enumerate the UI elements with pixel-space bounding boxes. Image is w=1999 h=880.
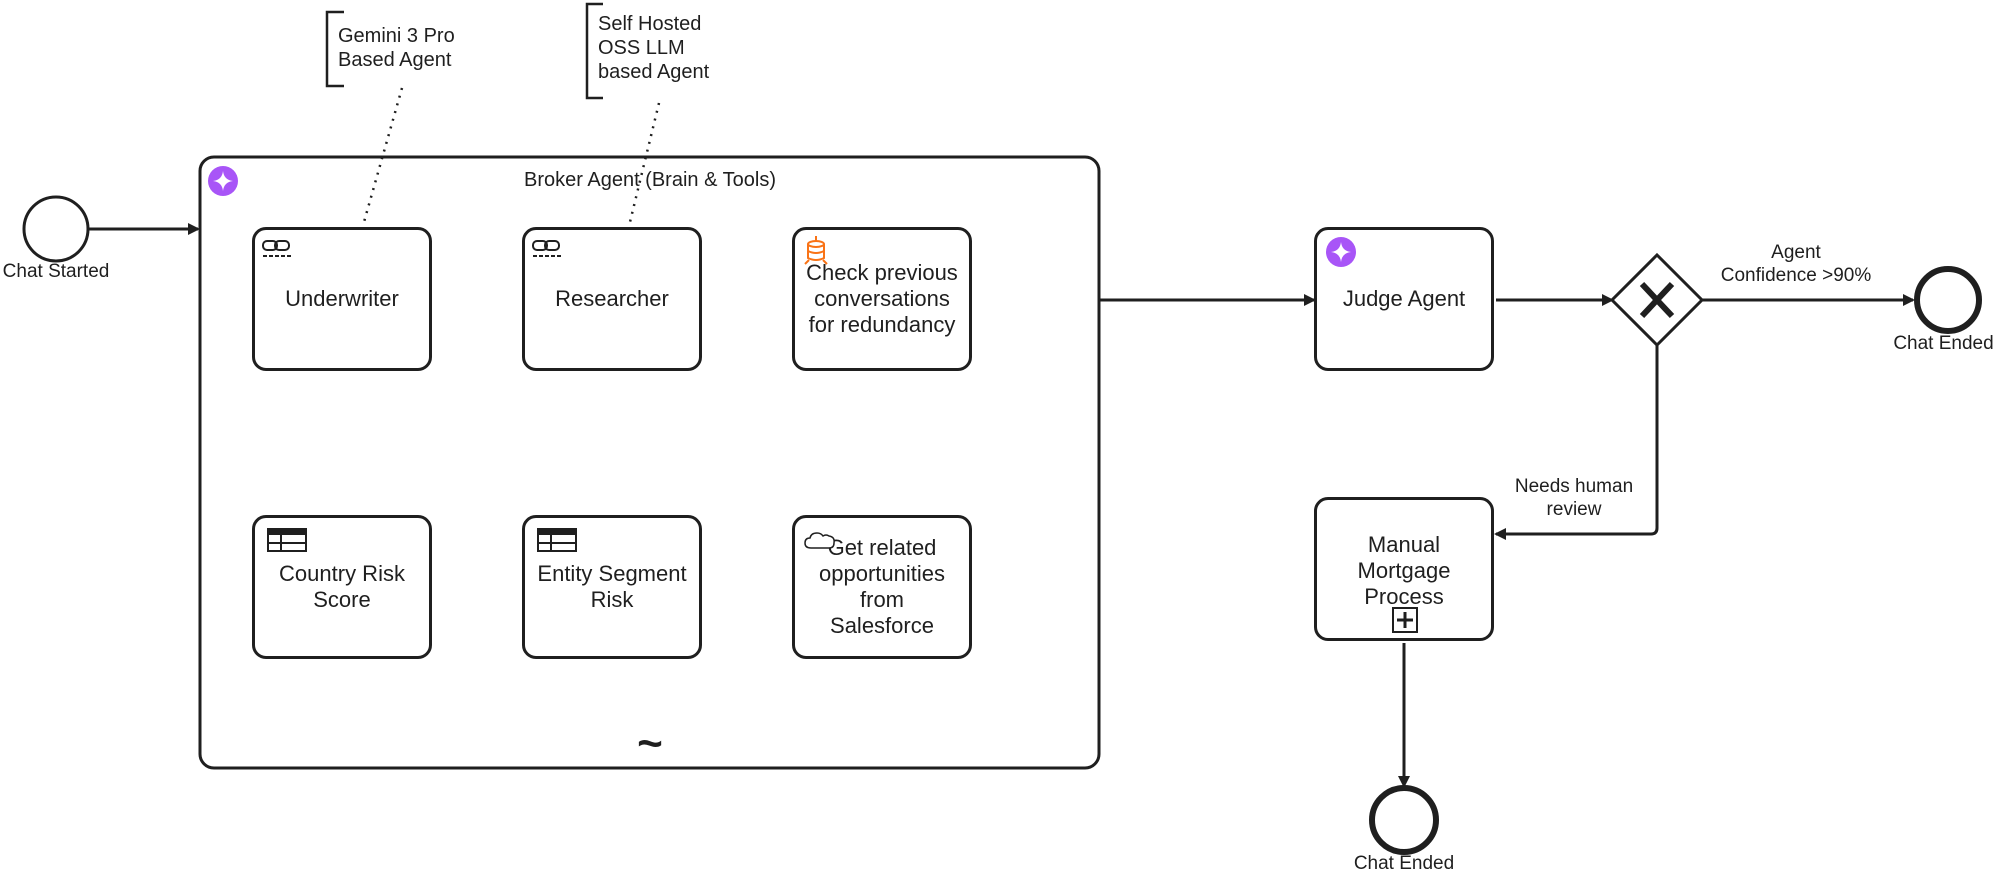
task-underwriter[interactable]: Underwriter bbox=[252, 227, 432, 371]
flow-gateway-to-manual bbox=[1494, 345, 1659, 540]
annotation-bracket-oss bbox=[585, 2, 603, 100]
end-event-top[interactable] bbox=[1914, 266, 1982, 334]
task-manual-mortgage[interactable]: Manual Mortgage Process bbox=[1314, 497, 1494, 641]
task-underwriter-label: Underwriter bbox=[285, 286, 399, 311]
annotation-oss: Self Hosted OSS LLM based Agent bbox=[598, 13, 710, 83]
association-gemini bbox=[362, 87, 404, 223]
exclusive-gateway-x-icon bbox=[1639, 281, 1675, 319]
task-researcher-label: Researcher bbox=[555, 286, 669, 311]
database-icon bbox=[804, 236, 828, 265]
start-event[interactable] bbox=[22, 195, 90, 263]
task-judge-agent[interactable]: Judge Agent bbox=[1314, 227, 1494, 371]
task-country-risk[interactable]: Country Risk Score bbox=[252, 515, 432, 659]
sparkle-icon bbox=[208, 166, 238, 196]
end-event-bottom-label: Chat Ended bbox=[1353, 853, 1455, 874]
flow-label-human-review: Needs human review bbox=[1514, 476, 1634, 520]
table-icon bbox=[267, 528, 307, 552]
association-oss bbox=[628, 102, 661, 223]
table-icon bbox=[537, 528, 577, 552]
task-check-previous[interactable]: Check previous conversations for redunda… bbox=[792, 227, 972, 371]
loop-marker: ~ bbox=[637, 719, 663, 768]
annotation-bracket-gemini bbox=[325, 10, 344, 88]
task-judge-agent-label: Judge Agent bbox=[1342, 286, 1466, 311]
task-manual-mortgage-label: Manual Mortgage Process bbox=[1357, 532, 1451, 609]
start-event-label: Chat Started bbox=[2, 261, 110, 282]
broker-subprocess-title: Broker Agent (Brain & Tools) bbox=[524, 169, 776, 191]
end-event-bottom[interactable] bbox=[1369, 785, 1439, 855]
task-check-previous-label: Check previous conversations for redunda… bbox=[806, 260, 958, 337]
sparkle-icon bbox=[1326, 237, 1356, 267]
annotation-gemini: Gemini 3 Pro Based Agent bbox=[338, 25, 455, 71]
plus-box-icon[interactable] bbox=[1392, 607, 1418, 633]
task-salesforce[interactable]: Get related opportunities from Salesforc… bbox=[792, 515, 972, 659]
chain-link-icon bbox=[532, 240, 561, 257]
salesforce-cloud-icon bbox=[804, 532, 835, 549]
task-country-risk-label: Country Risk Score bbox=[279, 561, 405, 612]
task-researcher[interactable]: Researcher bbox=[522, 227, 702, 371]
task-entity-segment-label: Entity Segment Risk bbox=[537, 561, 687, 612]
flow-label-confidence: Agent Confidence >90% bbox=[1720, 242, 1872, 286]
task-salesforce-label: Get related opportunities from Salesforc… bbox=[819, 535, 945, 638]
chain-link-icon bbox=[262, 240, 291, 257]
task-entity-segment[interactable]: Entity Segment Risk bbox=[522, 515, 702, 659]
broker-subprocess[interactable] bbox=[198, 155, 1101, 770]
end-event-top-label: Chat Ended bbox=[1893, 333, 1994, 354]
